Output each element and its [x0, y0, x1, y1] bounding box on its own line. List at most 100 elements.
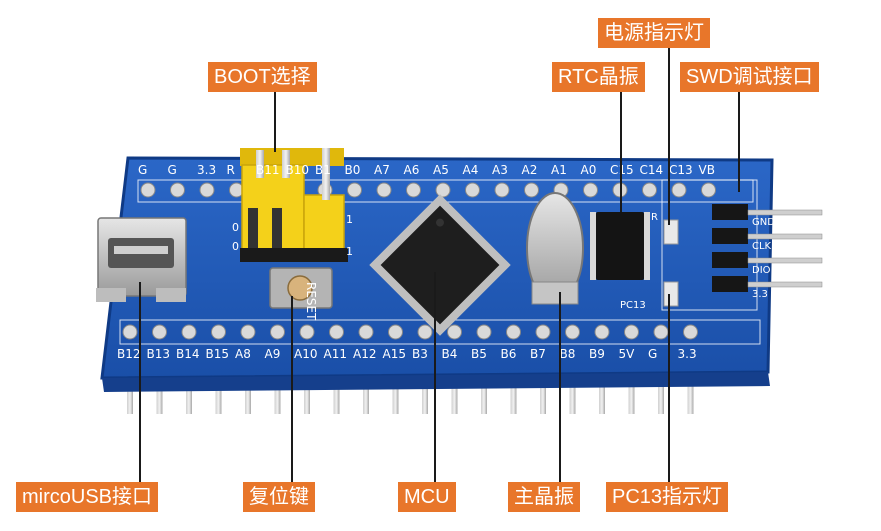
pc13-silk-label: PC13: [620, 300, 646, 311]
top-pin-label: 3.3: [197, 163, 217, 177]
top-pin-label: B1: [315, 163, 331, 177]
top-pin-label: B10: [285, 163, 310, 177]
header-leg: [569, 380, 576, 414]
bottom-pin-label: B3: [412, 347, 428, 361]
top-pin-pad: [583, 182, 598, 198]
boot-mark-0b: 0: [232, 240, 239, 253]
boot-mark-0a: 0: [232, 221, 239, 234]
bottom-pin-pad: [683, 324, 698, 340]
bottom-pin-pad: [211, 324, 226, 340]
bottom-pin-label: B13: [146, 347, 171, 361]
header-leg: [628, 380, 635, 414]
bottom-pin-label: B15: [205, 347, 230, 361]
boot-jumpers: [240, 148, 348, 262]
bottom-pin-label: A12: [353, 347, 377, 361]
leader-reset: [291, 296, 293, 482]
leader-mcu: [434, 272, 436, 484]
leader-swd: [738, 92, 740, 192]
leader-power-led: [668, 47, 670, 225]
bottom-pin-pad: [329, 324, 344, 340]
bottom-pin-pad: [270, 324, 285, 340]
swd-pin-label: 3.3: [752, 289, 768, 300]
header-leg: [510, 380, 517, 414]
header-leg: [540, 380, 546, 414]
bottom-pin-label: B7: [530, 347, 546, 361]
bottom-pin-pad: [565, 324, 580, 340]
header-leg: [245, 380, 251, 414]
top-pin-label: B11: [256, 163, 280, 177]
boot-mark-1a: 1: [346, 213, 353, 226]
callout-power-led: 电源指示灯: [598, 18, 710, 48]
reset-silk-label: RESET: [304, 282, 318, 321]
leader-rtc: [620, 92, 622, 212]
top-pin-pad: [494, 182, 510, 198]
header-leg: [422, 380, 428, 414]
swd-pin: [747, 233, 823, 240]
top-pin-pad: [701, 182, 716, 198]
callout-reset: 复位键: [243, 482, 315, 512]
swd-pin-housing: [712, 204, 748, 220]
bottom-pin-label: 3.3: [677, 347, 697, 361]
bottom-pin-label: A9: [264, 347, 281, 361]
swd-header: [712, 204, 823, 292]
header-leg: [363, 380, 369, 414]
leader-boot: [274, 92, 276, 152]
leader-crystal: [559, 292, 561, 484]
bottom-pin-label: B5: [471, 347, 487, 361]
bottom-pin-label: A15: [382, 347, 406, 361]
rtc-crystal: [590, 212, 650, 280]
swd-pin-housing: [712, 252, 748, 268]
top-pin-label: R: [226, 163, 235, 177]
bottom-pin-pad: [535, 324, 551, 340]
pcb-edge: [102, 372, 770, 392]
bottom-pin-pad: [417, 324, 433, 340]
power-led: [663, 219, 679, 245]
swd-pin: [747, 257, 823, 264]
header-leg: [481, 380, 487, 414]
top-pin-label: A4: [462, 163, 479, 177]
top-pin-pad: [140, 182, 156, 198]
header-leg: [658, 380, 664, 414]
boot-mark-1b: 1: [346, 245, 353, 258]
header-leg: [274, 380, 281, 414]
top-pin-label: G: [167, 163, 177, 177]
header-leg: [186, 380, 192, 414]
top-pin-label: C13: [669, 163, 693, 177]
bottom-pin-pad: [181, 324, 197, 340]
header-leg: [127, 380, 133, 414]
top-pin-label: A5: [433, 163, 449, 177]
top-pin-pad: [435, 182, 451, 198]
bottom-pin-label: B8: [559, 347, 576, 361]
top-pin-label: B0: [344, 163, 361, 177]
callout-mcu: MCU: [398, 482, 456, 512]
bottom-pin-pad: [122, 324, 138, 340]
top-pin-pad: [170, 182, 185, 198]
bottom-pin-pad: [388, 324, 403, 340]
callout-usb: mircoUSB接口: [16, 482, 159, 512]
header-leg: [304, 380, 310, 414]
bottom-pin-pad: [653, 324, 669, 340]
bottom-pin-pad: [447, 324, 462, 340]
leader-usb: [139, 282, 141, 482]
swd-pin: [747, 281, 823, 288]
bottom-pin-label: A8: [235, 347, 251, 361]
swd-pin-label: GND: [752, 217, 775, 228]
top-pin-label: A7: [374, 163, 390, 177]
top-pin-pad: [642, 182, 657, 198]
top-pin-pad: [376, 182, 392, 198]
top-pin-pad: [406, 182, 421, 198]
led-r-silk-label: R: [651, 212, 658, 223]
reset-button-body: [269, 267, 333, 309]
bottom-pin-pad: [476, 324, 492, 340]
bottom-pin-label: 5V: [618, 347, 635, 361]
bottom-pin-pad: [594, 324, 610, 340]
callout-crystal: 主晶振: [508, 482, 580, 512]
top-pin-label: A0: [580, 163, 597, 177]
swd-pin-housing: [712, 228, 748, 244]
top-pin-label: C14: [639, 163, 664, 177]
pc13-led: [663, 281, 679, 307]
bottom-pin-label: B9: [589, 347, 605, 361]
bottom-pin-label: B6: [500, 347, 517, 361]
bottom-pin-label: B12: [117, 347, 141, 361]
